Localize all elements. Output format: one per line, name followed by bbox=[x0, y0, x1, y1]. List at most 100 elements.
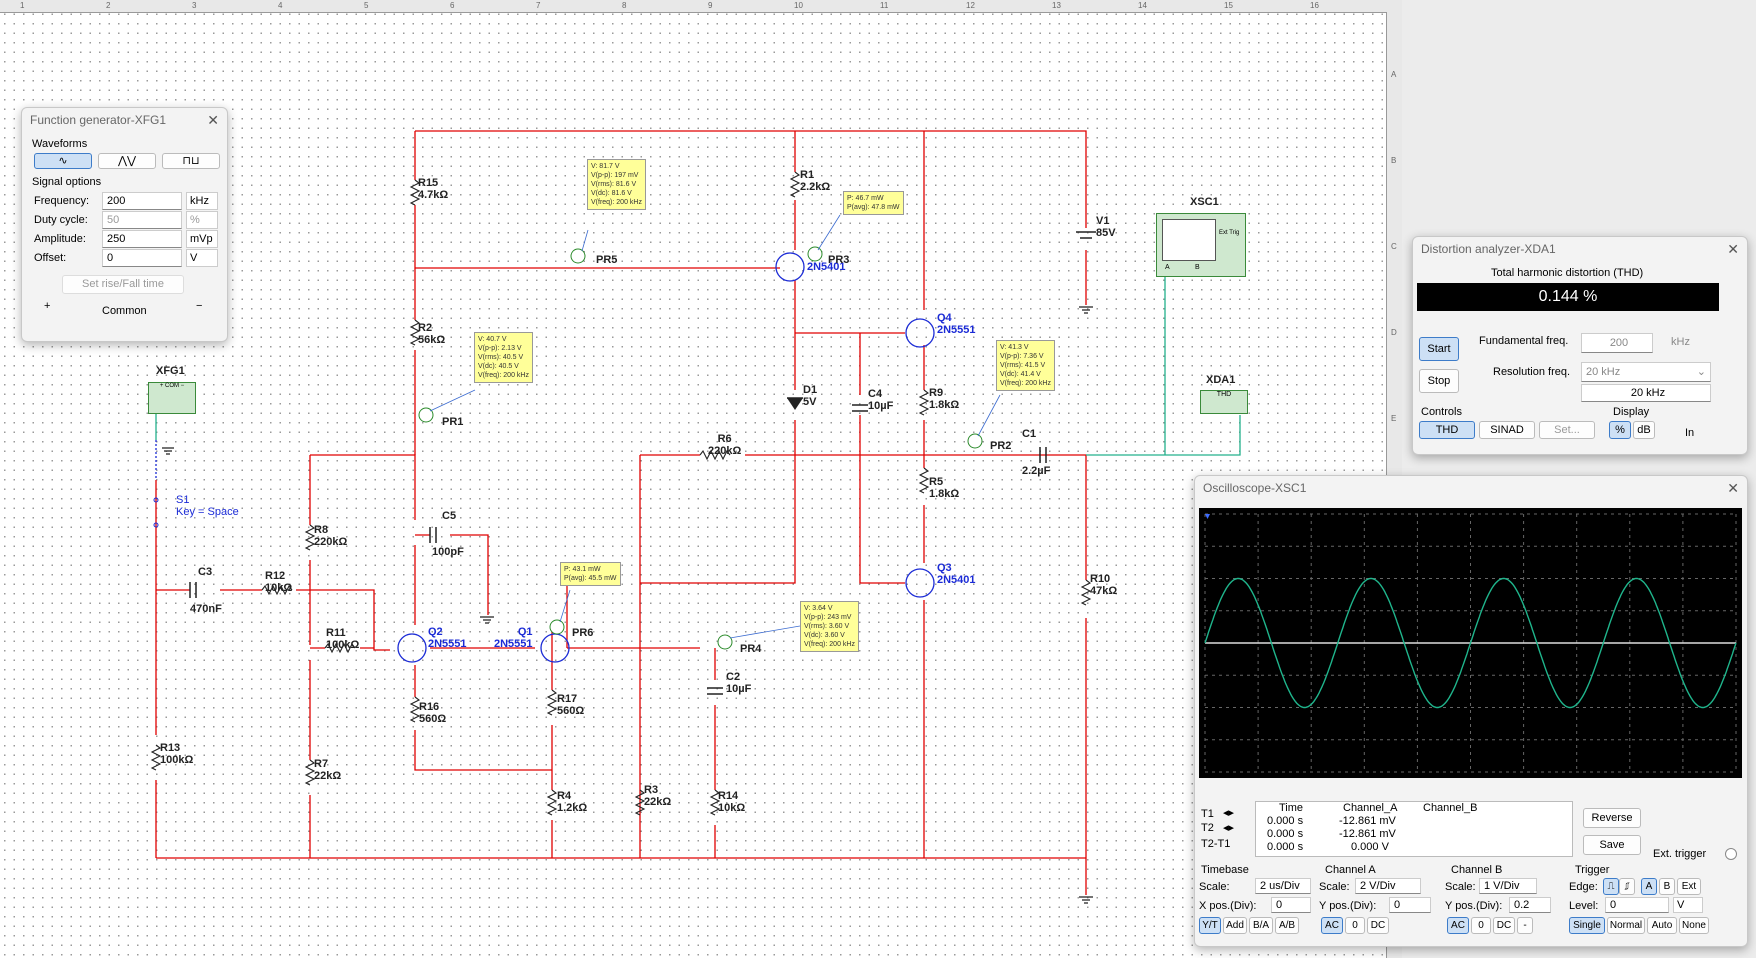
reverse-button[interactable]: Reverse bbox=[1583, 808, 1641, 828]
close-icon[interactable]: ✕ bbox=[1727, 241, 1739, 257]
sinad-button[interactable]: SINAD bbox=[1479, 421, 1535, 439]
none-button[interactable]: None bbox=[1679, 917, 1709, 934]
xsc1-screen-icon bbox=[1162, 219, 1216, 261]
ruler-row-label: D bbox=[1391, 328, 1397, 337]
channel-b-ac-button[interactable]: AC bbox=[1447, 917, 1469, 934]
xda1-thd-label: THD bbox=[1216, 391, 1232, 398]
stop-button[interactable]: Stop bbox=[1419, 369, 1459, 393]
controls-label: Controls bbox=[1421, 406, 1462, 418]
amplitude-unit[interactable]: mVp bbox=[186, 230, 218, 248]
yt-button[interactable]: Y/T bbox=[1199, 917, 1221, 934]
percent-button[interactable]: % bbox=[1609, 421, 1631, 439]
ruler-row-label: B bbox=[1391, 156, 1397, 165]
channel-b-scale-input[interactable]: 1 V/Div bbox=[1479, 878, 1537, 894]
channel-a-scale-input[interactable]: 2 V/Div bbox=[1355, 878, 1421, 894]
thd-display: 0.144 % bbox=[1417, 283, 1719, 311]
offset-input[interactable]: 0 bbox=[102, 249, 182, 267]
trigger-label: Trigger bbox=[1575, 864, 1610, 876]
save-button[interactable]: Save bbox=[1583, 835, 1641, 855]
label-pr6: PR6 bbox=[572, 627, 594, 639]
frequency-label: Frequency: bbox=[34, 195, 90, 207]
ruler-column-label: 13 bbox=[1052, 1, 1061, 10]
level-unit[interactable]: V bbox=[1673, 897, 1703, 913]
set-button[interactable]: Set... bbox=[1539, 421, 1595, 439]
duty-cycle-input[interactable]: 50 bbox=[102, 211, 182, 229]
chevron-down-icon: ⌄ bbox=[1696, 366, 1706, 378]
ext-trigger-label: Ext. trigger bbox=[1653, 848, 1707, 860]
start-button[interactable]: Start bbox=[1419, 337, 1459, 361]
oscilloscope-window: Oscilloscope-XSC1✕ T1 T2 T2-T1 ◂▸ ◂▸ Tim… bbox=[1194, 475, 1748, 947]
channel-a-header: Channel_A bbox=[1343, 802, 1398, 814]
label-pr1: PR1 bbox=[442, 416, 464, 428]
channel-a-ac-button[interactable]: AC bbox=[1321, 917, 1343, 934]
normal-button[interactable]: Normal bbox=[1607, 917, 1645, 934]
channel-b-zero-button[interactable]: 0 bbox=[1471, 917, 1491, 934]
oscilloscope-title: Oscilloscope-XSC1✕ bbox=[1195, 476, 1747, 500]
trigger-a-button[interactable]: A bbox=[1641, 878, 1657, 895]
close-icon[interactable]: ✕ bbox=[207, 112, 219, 128]
cursor-t1-marker[interactable] bbox=[1205, 514, 1210, 519]
trigger-b-button[interactable]: B bbox=[1659, 878, 1675, 895]
t2-arrows-icon[interactable]: ◂▸ bbox=[1223, 822, 1235, 834]
thd-button[interactable]: THD bbox=[1419, 421, 1475, 439]
channel-b-minus-button[interactable]: - bbox=[1517, 917, 1533, 934]
label-c3-value: 470nF bbox=[190, 603, 222, 615]
sine-wave-button[interactable]: ∿ bbox=[34, 153, 92, 169]
amplitude-label: Amplitude: bbox=[34, 233, 86, 245]
ruler-row-label: C bbox=[1391, 242, 1397, 251]
channel-a-dc-button[interactable]: DC bbox=[1367, 917, 1389, 934]
square-wave-button[interactable]: ⊓⊔ bbox=[162, 153, 220, 169]
channel-a-ypos-input[interactable]: 0 bbox=[1389, 897, 1431, 913]
rising-edge-button[interactable]: ⎍ bbox=[1603, 878, 1619, 895]
auto-button[interactable]: Auto bbox=[1647, 917, 1677, 934]
label-pr2: PR2 bbox=[990, 440, 1012, 452]
db-button[interactable]: dB bbox=[1633, 421, 1655, 439]
add-button[interactable]: Add bbox=[1223, 917, 1247, 934]
offset-unit[interactable]: V bbox=[186, 249, 218, 267]
single-button[interactable]: Single bbox=[1569, 917, 1605, 934]
falling-edge-button[interactable]: ⎎ bbox=[1619, 878, 1635, 895]
xsc1-symbol[interactable]: Ext Trig A B bbox=[1156, 213, 1246, 277]
channel-a-zero-button[interactable]: 0 bbox=[1345, 917, 1365, 934]
function-generator-title: Function generator-XFG1✕ bbox=[22, 108, 227, 132]
channel-b-dc-button[interactable]: DC bbox=[1493, 917, 1515, 934]
level-input[interactable]: 0 bbox=[1605, 897, 1669, 913]
amplitude-input[interactable]: 250 bbox=[102, 230, 182, 248]
ext-trigger-terminal[interactable] bbox=[1725, 848, 1737, 860]
t2-time: 0.000 s bbox=[1267, 828, 1304, 840]
xsc1-b: B bbox=[1195, 264, 1200, 271]
label-c5: C5 bbox=[442, 510, 457, 522]
t1-time: 0.000 s bbox=[1267, 815, 1304, 827]
timebase-scale-input[interactable]: 2 us/Div bbox=[1255, 878, 1311, 894]
ba-button[interactable]: B/A bbox=[1249, 917, 1273, 934]
trigger-ext-button[interactable]: Ext bbox=[1677, 878, 1701, 895]
fundamental-freq-input[interactable]: 200 bbox=[1581, 333, 1653, 353]
xpos-label: X pos.(Div): bbox=[1199, 900, 1257, 912]
triangle-wave-button[interactable]: ⋀⋁ bbox=[98, 153, 156, 169]
ab-button[interactable]: A/B bbox=[1275, 917, 1299, 934]
set-rise-fall-time-button[interactable]: Set rise/Fall time bbox=[62, 275, 184, 294]
xda1-symbol[interactable]: THD bbox=[1200, 390, 1248, 414]
ruler-column-label: 1 bbox=[20, 1, 25, 10]
frequency-input[interactable]: 200 bbox=[102, 192, 182, 210]
resolution-freq-select[interactable]: 20 kHz⌄ bbox=[1581, 362, 1711, 382]
scope-display[interactable] bbox=[1199, 508, 1742, 778]
xfg1-symbol[interactable]: + COM − bbox=[148, 382, 196, 414]
schematic-wires bbox=[150, 130, 1241, 904]
t1-arrows-icon[interactable]: ◂▸ bbox=[1223, 807, 1235, 819]
channel-b-ypos-input[interactable]: 0.2 bbox=[1509, 897, 1551, 913]
ruler-column-label: 12 bbox=[966, 1, 975, 10]
xpos-input[interactable]: 0 bbox=[1271, 897, 1311, 913]
frequency-unit[interactable]: kHz bbox=[186, 192, 218, 210]
function-generator-window: Function generator-XFG1✕ Waveforms ∿ ⋀⋁ … bbox=[21, 107, 228, 342]
close-icon[interactable]: ✕ bbox=[1727, 480, 1739, 496]
